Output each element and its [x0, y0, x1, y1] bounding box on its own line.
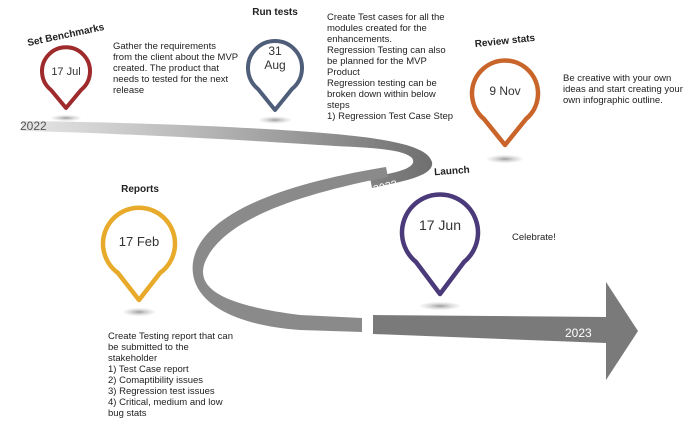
- description-line: Product: [327, 67, 360, 78]
- description-line: Gather the requirements: [113, 41, 216, 52]
- description-line: Be creative with your own: [563, 73, 672, 84]
- pin-shadow: [259, 116, 291, 124]
- description-line: bug stats: [108, 408, 147, 419]
- description-line: be planned for the MVP: [327, 56, 427, 67]
- timeline-road-upper: [22, 121, 433, 188]
- milestone-date: 17 Jul: [51, 66, 80, 78]
- map-pin-icon: [40, 45, 92, 110]
- description-line: Celebrate!: [512, 232, 556, 243]
- milestone-reports: 17 Feb Reports: [100, 184, 178, 303]
- milestone-title: Launch: [434, 165, 470, 178]
- description-line: 2) Comaptibility issues: [108, 375, 204, 386]
- map-pin-icon: [399, 192, 481, 297]
- pin-shadow: [420, 302, 460, 310]
- description-line: steps: [327, 100, 350, 111]
- description-line: enhancements.: [327, 34, 392, 45]
- pin-shadow: [51, 115, 81, 121]
- description-line: ideas and start creating your: [563, 84, 683, 95]
- description-line: from the client about the MVP: [113, 52, 239, 63]
- milestone-title: Review stats: [474, 33, 536, 50]
- milestone-date-month: Aug: [264, 58, 285, 72]
- milestone-description-review-stats: Be creative with your own ideas and star…: [563, 73, 683, 106]
- timeline-road-lower: [373, 282, 638, 380]
- year-label-start: 2022: [20, 119, 47, 133]
- description-line: Regression Testing can also: [327, 45, 446, 56]
- year-label-end: 2023: [565, 326, 592, 340]
- milestone-title: Run tests: [252, 7, 298, 18]
- milestone-review-stats: 9 Nov Review stats: [469, 33, 541, 148]
- description-line: Create Testing report that can: [108, 331, 233, 342]
- milestone-description-launch: Celebrate!: [512, 232, 556, 243]
- milestone-launch: 17 Jun Launch: [399, 165, 481, 297]
- description-line: own infographic outline.: [563, 95, 663, 106]
- map-pin-icon: [246, 39, 304, 112]
- description-line: stakeholder: [108, 353, 158, 364]
- description-line: Regression testing can be: [327, 78, 437, 89]
- milestone-run-tests: 31 Aug Run tests: [246, 7, 304, 112]
- description-line: created. The product that: [113, 63, 219, 74]
- description-line: be submitted to the: [108, 342, 189, 353]
- description-line: needs to tested for the next: [113, 74, 229, 85]
- milestone-set-benchmarks: 17 Jul Set Benchmarks: [26, 22, 106, 110]
- pin-shadow: [487, 155, 523, 163]
- milestone-title: Set Benchmarks: [26, 22, 105, 49]
- description-line: release: [113, 85, 145, 96]
- timeline-road-curve: [192, 167, 388, 332]
- description-line: 3) Regression test issues: [108, 386, 215, 397]
- description-line: 1) Test Case report: [108, 364, 189, 375]
- description-line: modules created for the: [327, 23, 427, 34]
- description-line: 4) Critical, medium and low: [108, 397, 223, 408]
- milestone-description-set-benchmarks: Gather the requirements from the client …: [113, 41, 238, 96]
- pin-shadow: [123, 308, 155, 316]
- milestone-date: 17 Jun: [419, 217, 461, 233]
- milestone-date: 17 Feb: [119, 234, 159, 249]
- milestone-date-day: 31: [268, 44, 282, 58]
- milestone-title: Reports: [121, 184, 159, 195]
- description-line: broken down within below: [327, 89, 436, 100]
- description-line: 1) Regression Test Case Step: [327, 111, 454, 122]
- milestone-description-reports: Create Testing report that can be submit…: [108, 331, 233, 419]
- map-pin-icon: [100, 205, 178, 303]
- milestone-description-run-tests: Create Test cases for all the modules cr…: [327, 12, 453, 122]
- milestone-date: 9 Nov: [489, 84, 520, 98]
- year-label-mid: 2022: [372, 178, 399, 196]
- description-line: Create Test cases for all the: [327, 12, 445, 23]
- map-pin-icon: [469, 58, 541, 148]
